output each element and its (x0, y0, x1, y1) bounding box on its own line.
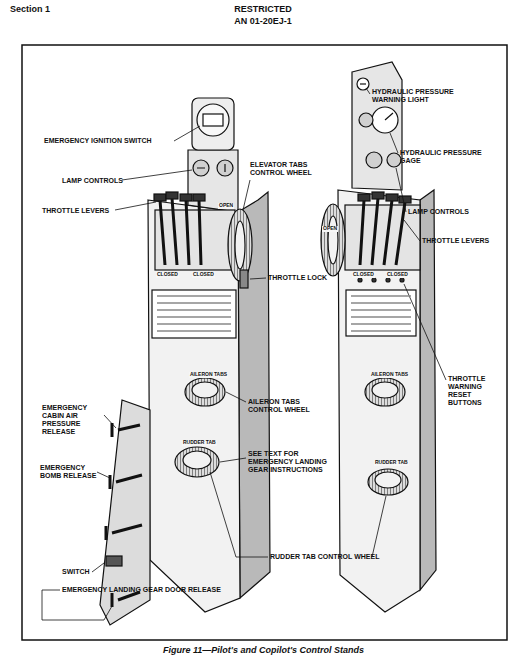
callout-label: HYDRAULIC PRESSURE WARNING LIGHT (372, 88, 464, 104)
control-marking: AILERON TABS (189, 372, 228, 378)
callout-label: LAMP CONTROLS (62, 177, 123, 185)
callout-label: THROTTLE WARNING RESET BUTTONS (448, 375, 503, 407)
callout-label: EMERGENCY BOMB RELEASE (40, 464, 98, 480)
copilot-control-stand (321, 62, 436, 612)
callout-label: SWITCH (62, 568, 90, 576)
control-marking: AILERON TABS (370, 372, 409, 378)
callout-label: EMERGENCY LANDING GEAR DOOR RELEASE (62, 586, 221, 594)
security-marking: RESTRICTED (213, 4, 313, 14)
page-section: Section 1 (10, 4, 50, 14)
placard-lines (157, 296, 231, 331)
callout-label: THROTTLE LEVERS (422, 237, 489, 245)
callout-label: EMERGENCY CABIN AIR PRESSURE RELEASE (42, 404, 104, 436)
callout-label: AILERON TABS CONTROL WHEEL (248, 398, 320, 414)
callout-label: SEE TEXT FOR EMERGENCY LANDING GEAR INST… (248, 450, 340, 474)
placard-lines (351, 296, 411, 331)
figure-caption: Figure 11—Pilot's and Copilot's Control … (0, 645, 527, 655)
callout-label: THROTTLE LOCK (268, 274, 327, 282)
callout-label: HYDRAULIC PRESSURE GAGE (400, 149, 500, 165)
control-marking: RUDDER TAB (182, 440, 217, 446)
callout-label: ELEVATOR TABS CONTROL WHEEL (250, 161, 322, 177)
pilot-control-stand (100, 98, 270, 625)
control-marking: CLOSED (192, 272, 215, 278)
control-marking: CLOSED (386, 272, 409, 278)
control-marking: OPEN (218, 203, 234, 209)
manual-number: AN 01-20EJ-1 (213, 16, 313, 26)
callout-label: RUDDER TAB CONTROL WHEEL (270, 553, 379, 561)
callout-label: EMERGENCY IGNITION SWITCH (44, 137, 174, 145)
figure-frame (22, 45, 507, 640)
callout-label: THROTTLE LEVERS (42, 207, 109, 215)
control-marking: CLOSED (156, 272, 179, 278)
control-marking: OPEN (322, 226, 338, 232)
callout-label: LAMP CONTROLS (408, 208, 469, 216)
control-marking: CLOSED (352, 272, 375, 278)
control-marking: RUDDER TAB (374, 460, 409, 466)
leader-lines (42, 88, 446, 620)
